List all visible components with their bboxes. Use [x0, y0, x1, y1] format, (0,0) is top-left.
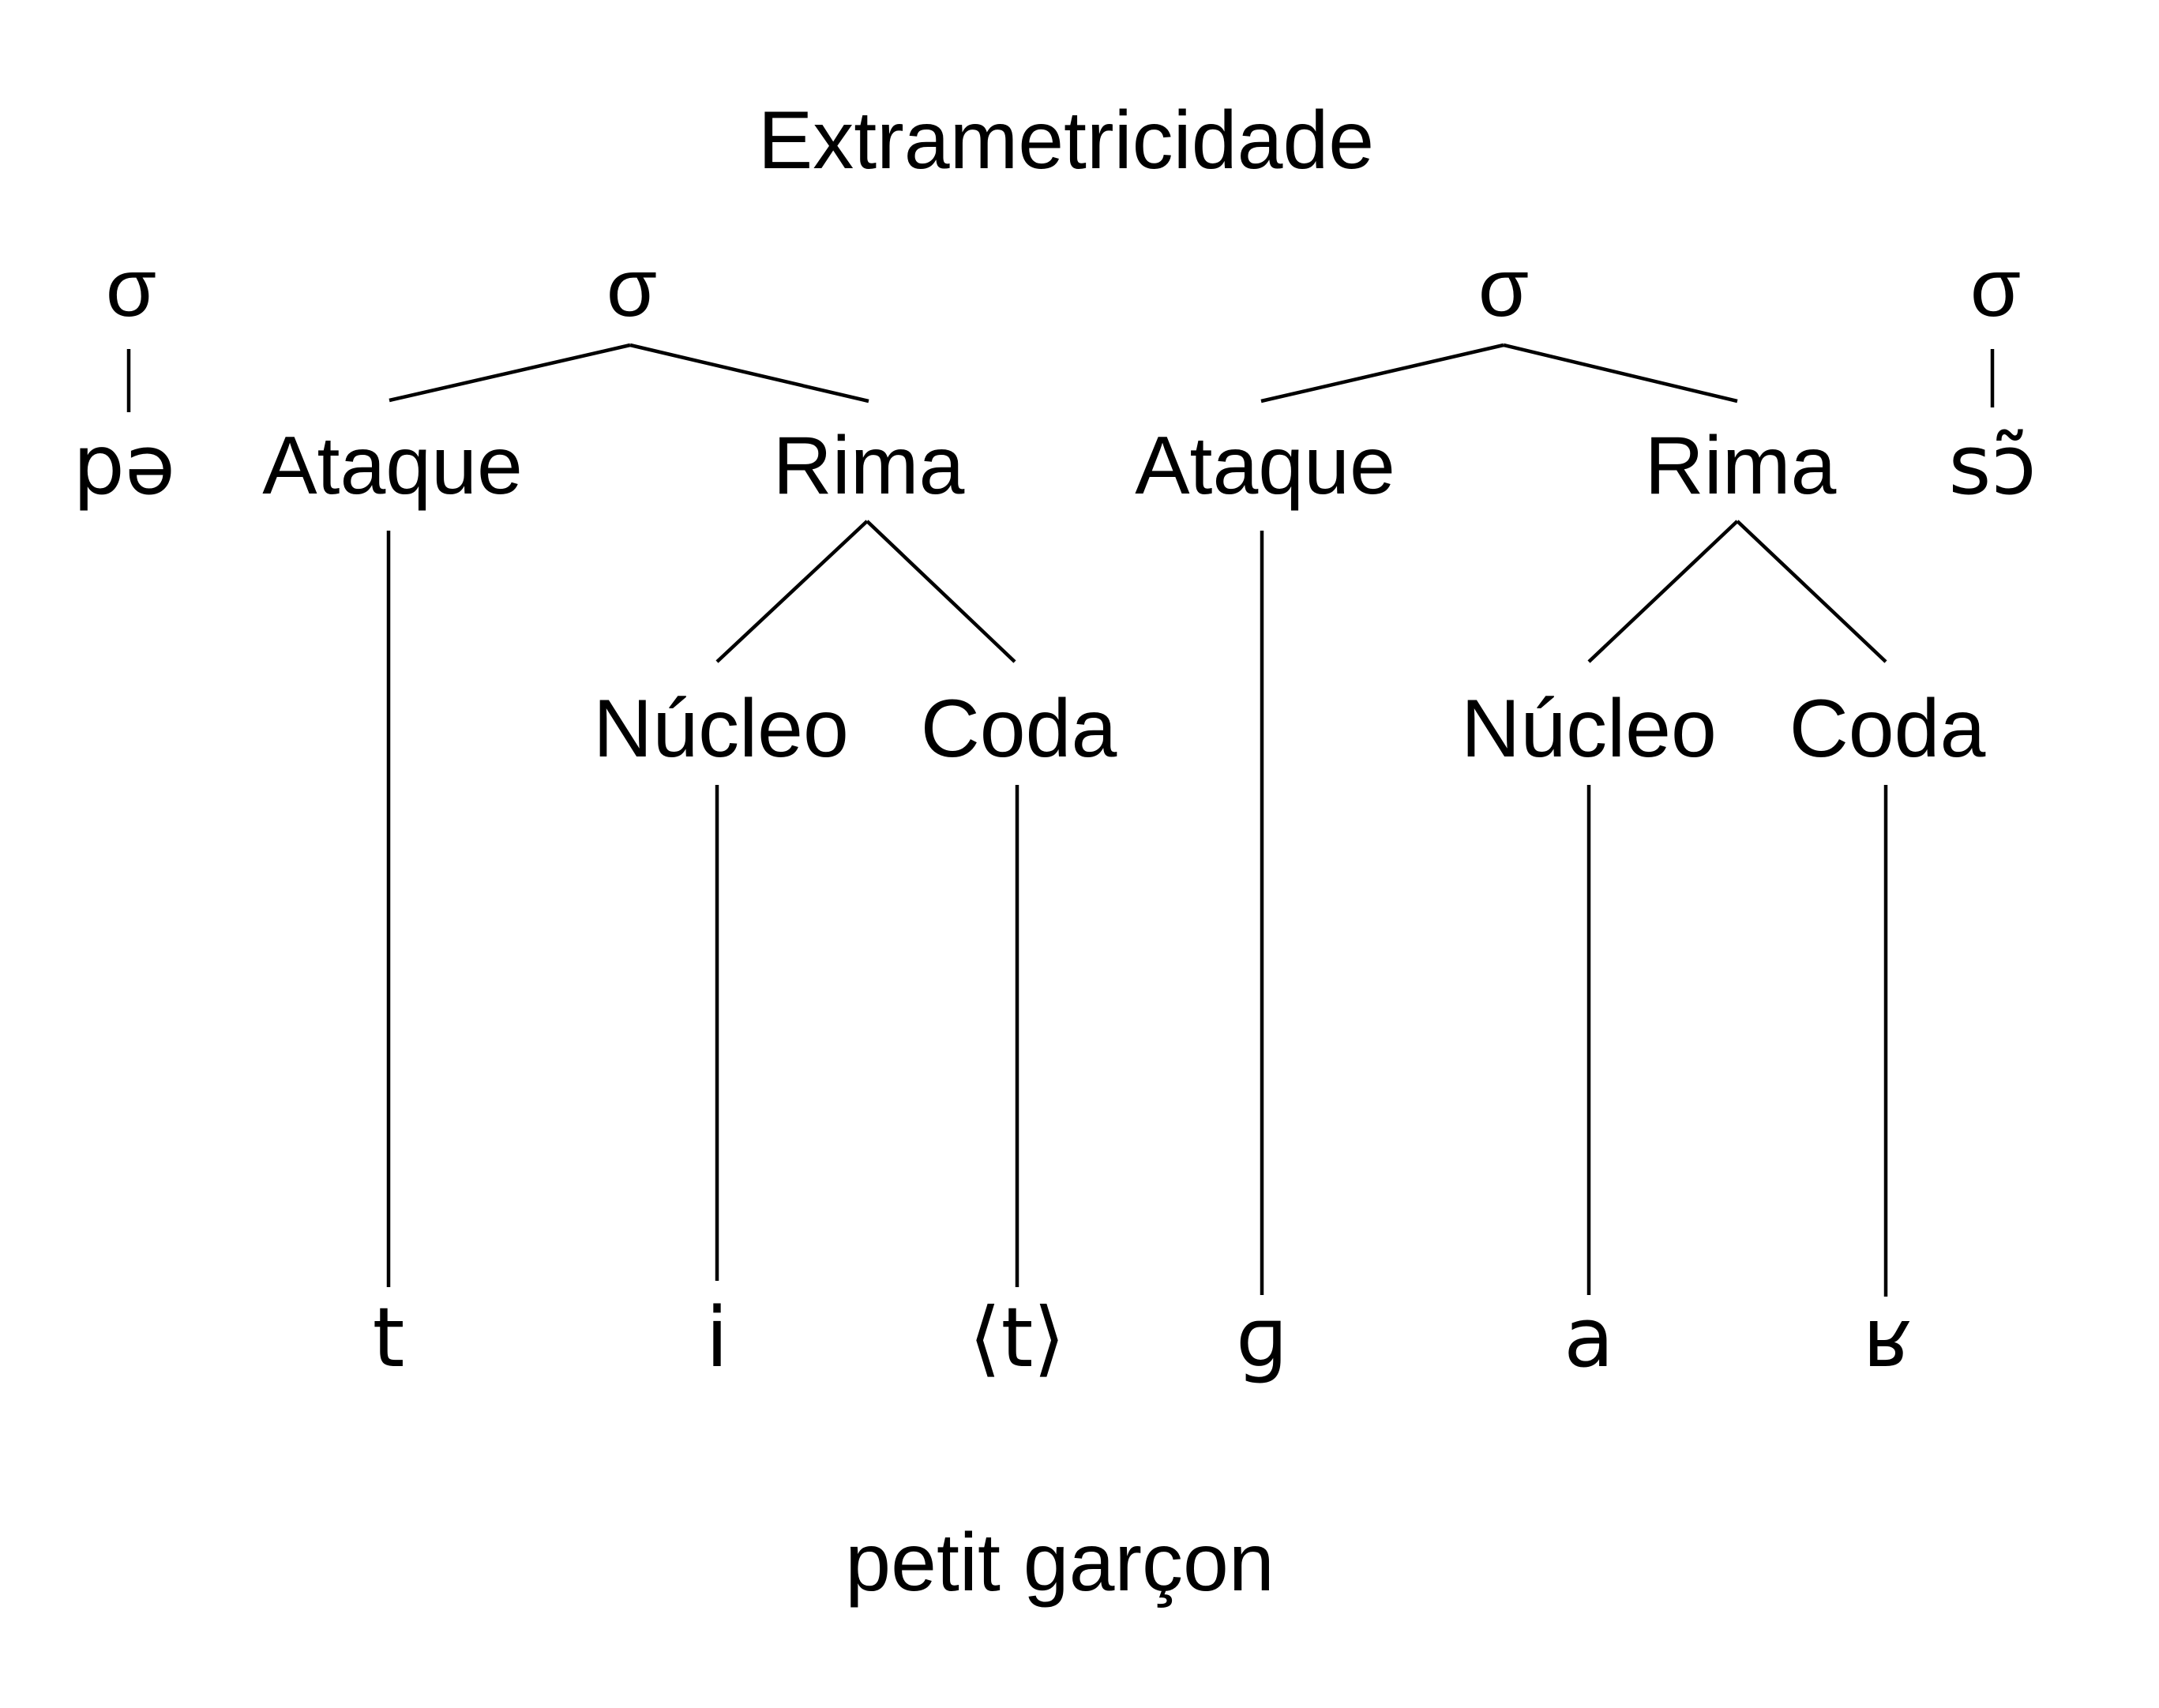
sigma1-node: σ: [106, 242, 156, 334]
edge-sigma2-onset: [389, 343, 631, 403]
onset2-label: Ataque: [1135, 420, 1395, 512]
segment-pe: pə: [73, 417, 175, 513]
sigma3-node: σ: [1478, 242, 1529, 334]
edge-sigma3-rhyme: [1503, 343, 1738, 404]
sigma2-node: σ: [606, 242, 657, 334]
nucleus2-label: Núcleo: [1461, 683, 1717, 775]
segment-extrametrical-t: ⟨t⟩: [969, 1289, 1065, 1386]
coda2-label: Coda: [1789, 683, 1986, 775]
edge-rhyme1-nucleus: [715, 520, 869, 663]
edge-sigma2-rhyme: [629, 343, 869, 404]
coda1-label: Coda: [921, 683, 1117, 775]
segment-i: i: [706, 1289, 729, 1386]
onset1-label: Ataque: [262, 420, 523, 512]
rhyme2-label: Rima: [1645, 420, 1837, 512]
edge-rhyme2-coda: [1736, 520, 1887, 663]
segment-r: ʁ: [1863, 1289, 1913, 1386]
segment-t: t: [373, 1289, 405, 1386]
segment-a: a: [1564, 1289, 1614, 1386]
nucleus1-label: Núcleo: [593, 683, 849, 775]
diagram-title: Extrametricidade: [758, 95, 1374, 186]
rhyme1-label: Rima: [773, 420, 965, 512]
segment-g: ɡ: [1236, 1289, 1288, 1386]
edge-rhyme1-coda: [865, 520, 1016, 663]
segment-so: sɔ̃: [1948, 417, 2036, 513]
caption: petit garçon: [845, 1517, 1274, 1609]
sigma4-node: σ: [1970, 242, 2021, 334]
edge-sigma3-onset: [1260, 343, 1504, 404]
edge-rhyme2-nucleus: [1587, 520, 1739, 663]
